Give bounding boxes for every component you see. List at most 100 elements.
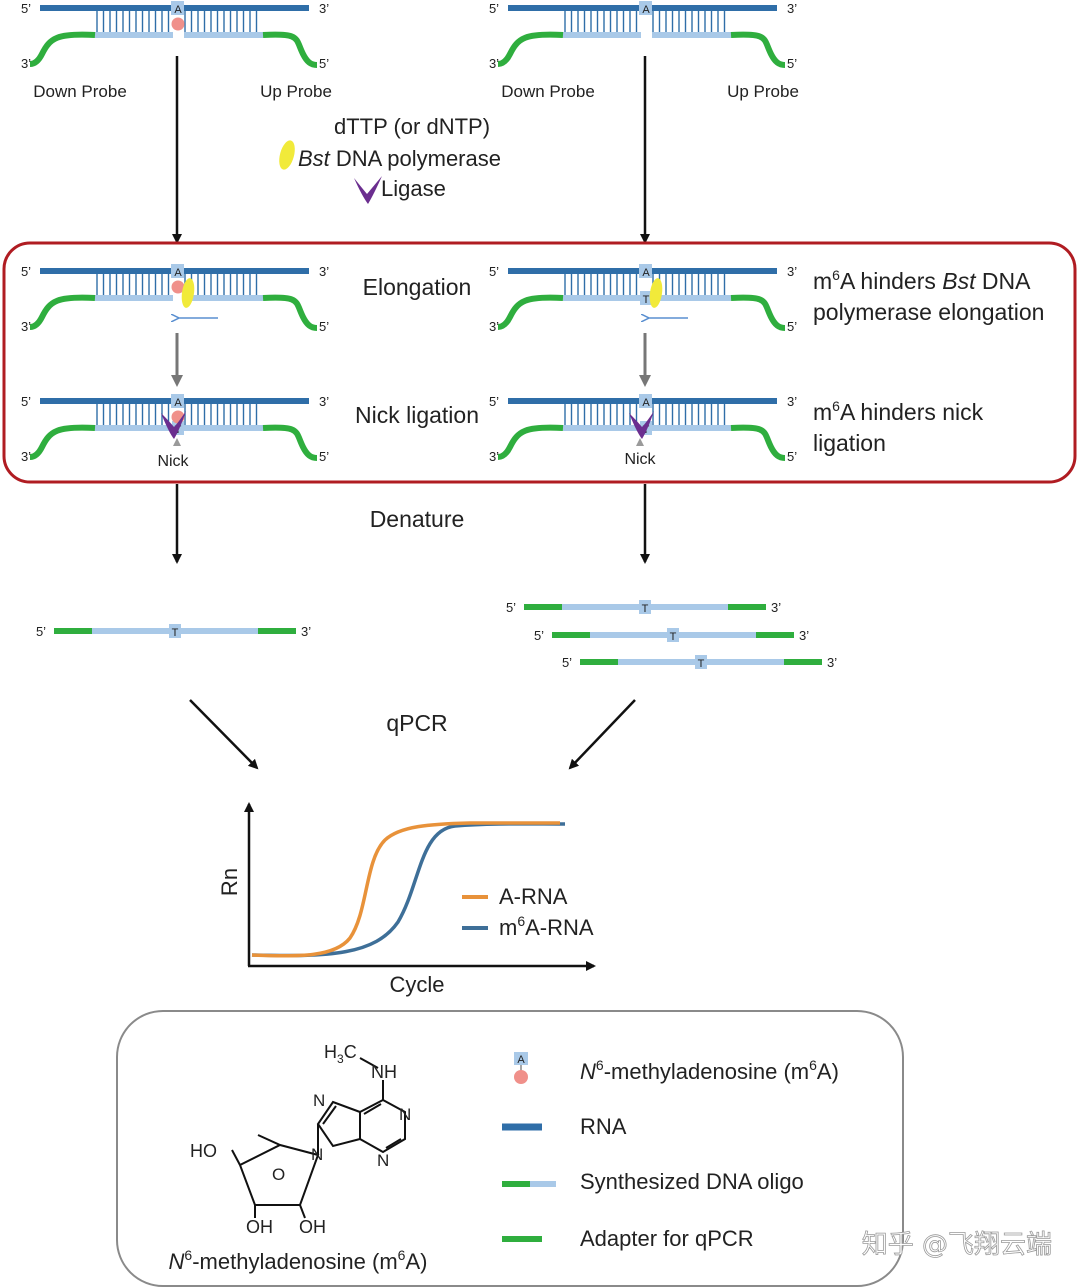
series-a-rna-curve <box>251 821 560 958</box>
nick-pointer-right <box>636 438 644 446</box>
legend-label-m6a: N6-methyladenosine (m6A) <box>580 1057 839 1084</box>
base-t: T <box>643 294 650 306</box>
end-label-5-rna: 5’ <box>489 1 499 16</box>
note-elongation-line1: m6A hinders Bst DNA <box>813 267 1031 294</box>
arrow-qpcr-left <box>189 699 259 770</box>
complex-a-elongation: 5’3’T3’5’A <box>489 264 797 334</box>
complex-m6a-elongation: 5’3’3’5’A <box>21 264 329 334</box>
legend-label-rna: RNA <box>580 1114 627 1139</box>
end-label-3: 3’ <box>301 624 311 639</box>
legend-box <box>116 1010 904 1287</box>
step-qpcr: qPCR <box>386 710 447 736</box>
base-a-box <box>639 394 652 408</box>
chart-y-label: Rn <box>217 868 242 896</box>
end-label-5-rna: 5’ <box>21 1 31 16</box>
nick-label-left: Nick <box>157 453 189 470</box>
up-probe-label-right: Up Probe <box>727 82 799 101</box>
base-a: A <box>642 4 650 16</box>
up-probe-adapter <box>730 31 786 68</box>
denatured-strands: T5’3’T5’3’T5’3’T5’3’ <box>36 600 837 670</box>
base-t: T <box>698 658 705 670</box>
end-label-3-probe: 3’ <box>21 449 31 464</box>
nick-pointer-left <box>173 438 181 446</box>
polymerase-icon <box>279 140 295 170</box>
base-a-box <box>171 264 184 278</box>
down-probe-adapter <box>497 424 564 460</box>
mol-ho: HO <box>190 1141 217 1161</box>
complex-a-initial: 5’3’3’5’A <box>489 1 797 71</box>
m6a-methyl-dot <box>171 17 185 31</box>
legend-m6a-symbol: A <box>514 1052 528 1084</box>
mol-n-9: N <box>311 1145 323 1164</box>
reagent-ligase: Ligase <box>381 176 446 201</box>
note-nick-line2: ligation <box>813 430 886 456</box>
base-a: A <box>642 267 650 279</box>
ligase-icon <box>354 176 382 204</box>
arrow-qpcr-right <box>568 699 636 770</box>
legend-label-m6a-rna: m6A-RNA <box>499 913 594 940</box>
base-a-box <box>639 1 652 15</box>
note-elongation-line2: polymerase elongation <box>813 299 1044 325</box>
end-label-5: 5’ <box>506 600 516 615</box>
end-label-5-rna: 5’ <box>21 264 31 279</box>
reaction-frame <box>2 241 1077 484</box>
end-label-3-rna: 3’ <box>787 394 797 409</box>
mol-h3c: H3C <box>324 1042 357 1066</box>
complex-m6a-initial: 5’3’3’5’A <box>21 1 329 71</box>
base-a: A <box>174 397 182 409</box>
strand-a-product-3: T5’3’ <box>562 655 837 670</box>
up-probe-adapter <box>730 424 786 461</box>
down-probe-label-right: Down Probe <box>501 82 595 101</box>
mol-caption: N6-methyladenosine (m6A) <box>169 1247 428 1274</box>
ligase-icon <box>629 411 654 439</box>
reagent-dttp: dTTP (or dNTP) <box>334 114 490 139</box>
end-label-5-probe: 5’ <box>787 449 797 464</box>
end-label-5-probe: 5’ <box>319 319 329 334</box>
mol-o: O <box>272 1165 285 1184</box>
end-label-5: 5’ <box>534 628 544 643</box>
step-elongation: Elongation <box>363 274 472 300</box>
down-probe-adapter <box>29 294 96 330</box>
watermark: 知乎 @飞翔云端 <box>862 1230 1052 1260</box>
end-label-3-rna: 3’ <box>319 394 329 409</box>
up-probe-adapter <box>262 424 318 461</box>
up-probe-adapter <box>262 31 318 68</box>
note-nick-line1: m6A hinders nick <box>813 398 984 425</box>
base-t: T <box>670 631 677 643</box>
up-probe-label-left: Up Probe <box>260 82 332 101</box>
down-probe-label-left: Down Probe <box>33 82 127 101</box>
m6a-structure <box>231 1057 406 1219</box>
legend-label-a-rna: A-RNA <box>499 884 568 909</box>
end-label-5-rna: 5’ <box>21 394 31 409</box>
svg-text:A: A <box>517 1054 525 1066</box>
chart-x-label: Cycle <box>389 972 444 997</box>
mol-n-1: N <box>399 1105 411 1124</box>
legend-label-oligo: Synthesized DNA oligo <box>580 1169 804 1194</box>
base-t: T <box>172 627 179 639</box>
polymerase-icon <box>649 278 663 308</box>
qpcr-chart: Rn Cycle A-RNA m6A-RNA <box>217 802 596 997</box>
end-label-5-probe: 5’ <box>319 56 329 71</box>
mol-n-3: N <box>377 1151 389 1170</box>
step-nick-ligation: Nick ligation <box>355 402 479 428</box>
end-label-5-probe: 5’ <box>787 319 797 334</box>
end-label-5-probe: 5’ <box>319 449 329 464</box>
strand-a-product-2: T 5’ 3’ <box>534 628 809 643</box>
down-probe-adapter <box>29 31 96 67</box>
end-label-5: 5’ <box>36 624 46 639</box>
end-label-3-rna: 3’ <box>787 264 797 279</box>
complex-a-ligation: 5’3’T3’5’A <box>489 394 797 464</box>
end-label-3: 3’ <box>799 628 809 643</box>
mol-n-7: N <box>313 1091 325 1110</box>
end-label-5-probe: 5’ <box>787 56 797 71</box>
base-a: A <box>174 4 182 16</box>
base-a-box <box>171 394 184 408</box>
mol-nh: NH <box>371 1062 397 1082</box>
down-probe-adapter <box>29 424 96 460</box>
end-label-3-probe: 3’ <box>489 449 499 464</box>
down-probe-adapter <box>497 294 564 330</box>
end-label-5-rna: 5’ <box>489 264 499 279</box>
reagent-polymerase: Bst DNA polymerase <box>298 146 501 171</box>
